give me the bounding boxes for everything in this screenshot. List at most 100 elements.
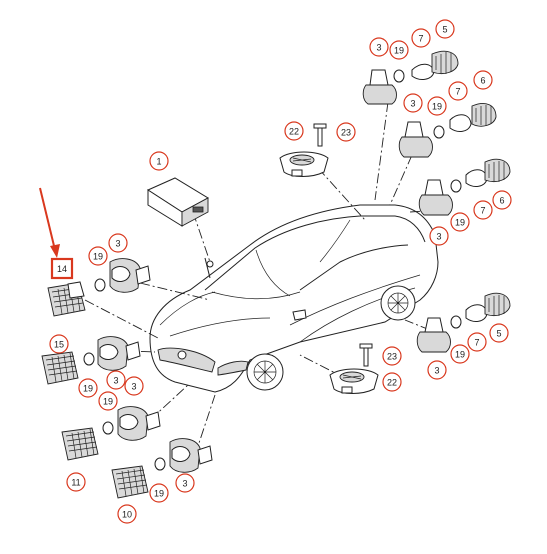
callout-circle bbox=[78, 378, 98, 398]
sensor-group-upper-right bbox=[398, 103, 497, 158]
highlighted-callout[interactable]: 14 bbox=[50, 257, 74, 280]
callout-label: 3 bbox=[115, 239, 120, 249]
callout-11[interactable]: 11 bbox=[66, 472, 86, 492]
callout-circle bbox=[175, 473, 195, 493]
callout-19[interactable]: 19 bbox=[427, 96, 447, 116]
callout-19[interactable]: 19 bbox=[389, 40, 409, 60]
callout-label: 19 bbox=[93, 252, 103, 262]
callout-6[interactable]: 6 bbox=[492, 190, 512, 210]
callout-3[interactable]: 3 bbox=[175, 473, 195, 493]
callout-circle bbox=[117, 504, 137, 524]
callout-19[interactable]: 19 bbox=[450, 212, 470, 232]
callout-label: 5 bbox=[496, 329, 501, 339]
callout-circle bbox=[427, 96, 447, 116]
callout-label: 19 bbox=[154, 489, 164, 499]
callout-circle bbox=[403, 93, 423, 113]
highlighted-callout-label: 14 bbox=[57, 264, 67, 274]
sensor-group-bottom bbox=[111, 438, 213, 499]
callout-circle bbox=[435, 19, 455, 39]
callout-circle bbox=[467, 332, 487, 352]
callout-label: 11 bbox=[71, 478, 80, 488]
callout-circle bbox=[448, 81, 468, 101]
callout-7[interactable]: 7 bbox=[467, 332, 487, 352]
callout-circle bbox=[411, 28, 431, 48]
callout-circle bbox=[429, 226, 449, 246]
callout-3[interactable]: 3 bbox=[108, 233, 128, 253]
callout-3[interactable]: 3 bbox=[106, 370, 126, 390]
callout-circle bbox=[489, 323, 509, 343]
callout-3[interactable]: 3 bbox=[369, 37, 389, 57]
callout-label: 7 bbox=[455, 87, 460, 97]
callout-circle bbox=[49, 334, 69, 354]
callout-circle bbox=[389, 40, 409, 60]
sensor-group-left-middle bbox=[41, 336, 141, 385]
callout-label: 3 bbox=[410, 99, 415, 109]
callout-label: 3 bbox=[131, 382, 136, 392]
callout-circle bbox=[66, 472, 86, 492]
callout-circle bbox=[382, 346, 402, 366]
callout-label: 7 bbox=[474, 338, 479, 348]
car-illustration bbox=[149, 204, 439, 393]
sensor-group-left-upper bbox=[47, 258, 151, 317]
callout-19[interactable]: 19 bbox=[98, 391, 118, 411]
callout-6[interactable]: 6 bbox=[473, 70, 493, 90]
callout-22[interactable]: 22 bbox=[284, 121, 304, 141]
callout-circle bbox=[88, 246, 108, 266]
callout-circle bbox=[149, 151, 169, 171]
callout-19[interactable]: 19 bbox=[149, 483, 169, 503]
callout-3[interactable]: 3 bbox=[403, 93, 423, 113]
callout-3[interactable]: 3 bbox=[429, 226, 449, 246]
callout-circle bbox=[108, 233, 128, 253]
buzzer-upper bbox=[279, 123, 329, 177]
buzzer-lower bbox=[329, 343, 379, 394]
callout-circle bbox=[98, 391, 118, 411]
callout-circle bbox=[284, 121, 304, 141]
callout-circle bbox=[450, 212, 470, 232]
callout-label: 23 bbox=[387, 352, 397, 362]
callout-label: 5 bbox=[442, 25, 447, 35]
callout-23[interactable]: 23 bbox=[336, 122, 356, 142]
callout-label: 3 bbox=[434, 366, 439, 376]
callout-label: 3 bbox=[113, 376, 118, 386]
sensor-group-top bbox=[362, 50, 459, 105]
callout-label: 22 bbox=[387, 378, 397, 388]
callout-label: 19 bbox=[83, 384, 93, 394]
callout-23[interactable]: 23 bbox=[382, 346, 402, 366]
callout-circle bbox=[336, 122, 356, 142]
callout-label: 19 bbox=[394, 46, 404, 56]
sensor-group-right bbox=[418, 158, 511, 216]
callout-label: 7 bbox=[418, 34, 423, 44]
callout-7[interactable]: 7 bbox=[448, 81, 468, 101]
callout-label: 6 bbox=[499, 196, 504, 206]
callout-5[interactable]: 5 bbox=[435, 19, 455, 39]
callout-label: 3 bbox=[182, 479, 187, 489]
callout-label: 19 bbox=[432, 102, 442, 112]
callout-3[interactable]: 3 bbox=[124, 376, 144, 396]
callout-1[interactable]: 1 bbox=[149, 151, 169, 171]
control-module-part bbox=[146, 177, 210, 227]
callout-label: 23 bbox=[341, 128, 351, 138]
callout-5[interactable]: 5 bbox=[489, 323, 509, 343]
callout-19[interactable]: 19 bbox=[78, 378, 98, 398]
callout-label: 19 bbox=[103, 397, 113, 407]
callout-label: 3 bbox=[436, 232, 441, 242]
callout-10[interactable]: 10 bbox=[117, 504, 137, 524]
callout-circle bbox=[382, 372, 402, 392]
callout-circle bbox=[149, 483, 169, 503]
callout-7[interactable]: 7 bbox=[411, 28, 431, 48]
callout-circle bbox=[492, 190, 512, 210]
callout-label: 22 bbox=[289, 127, 299, 137]
callout-19[interactable]: 19 bbox=[450, 344, 470, 364]
callout-3[interactable]: 3 bbox=[427, 360, 447, 380]
callout-7[interactable]: 7 bbox=[473, 200, 493, 220]
callout-22[interactable]: 22 bbox=[382, 372, 402, 392]
callout-circle bbox=[450, 344, 470, 364]
callout-15[interactable]: 15 bbox=[49, 334, 69, 354]
callout-circle bbox=[106, 370, 126, 390]
callout-19[interactable]: 19 bbox=[88, 246, 108, 266]
callout-label: 7 bbox=[480, 206, 485, 216]
callout-label: 15 bbox=[54, 340, 64, 350]
sensor-group-lower-right bbox=[416, 292, 511, 353]
